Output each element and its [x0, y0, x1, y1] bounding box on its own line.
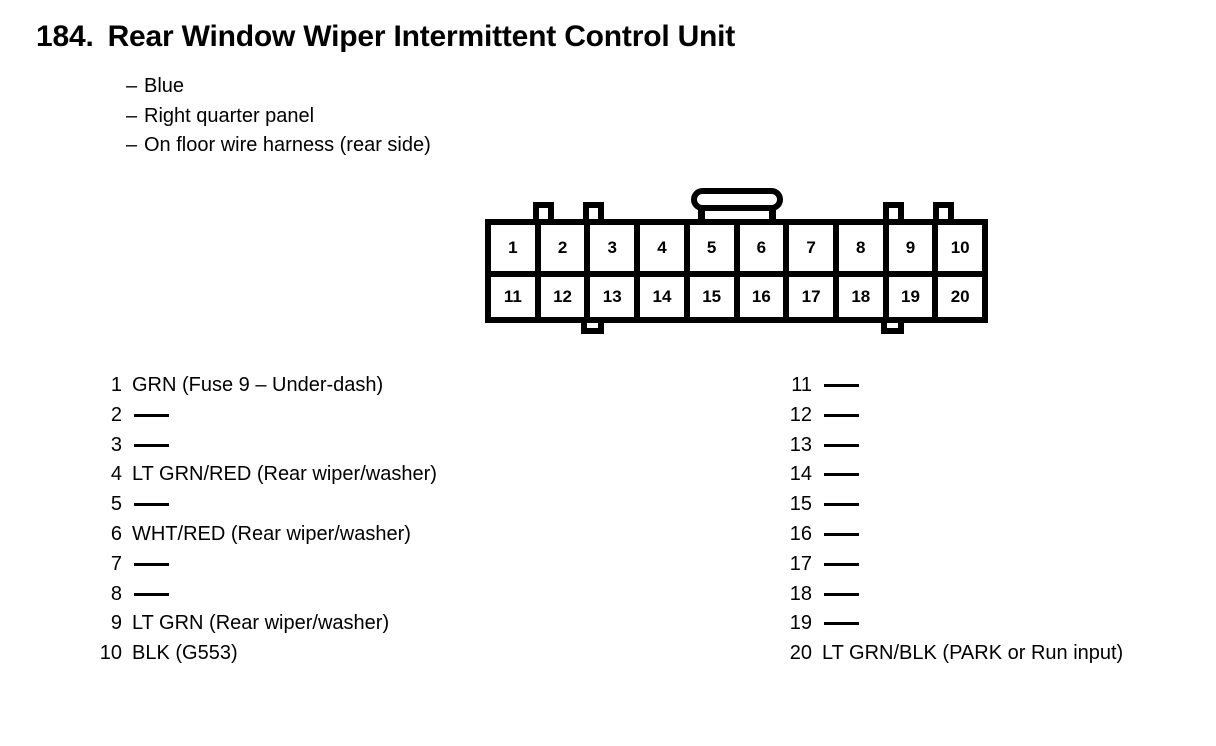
pin-legend-row: 16 — [782, 523, 1123, 553]
connector-pin-17: 17 — [789, 277, 839, 317]
retention-tab-top-1 — [533, 202, 554, 220]
pin-legend-description: BLK (G553) — [132, 642, 238, 665]
pin-legend-row: 15 — [782, 493, 1123, 523]
attribute-text: Right quarter panel — [144, 104, 315, 127]
connector-pin-10: 10 — [938, 225, 983, 271]
attribute-text: On floor wire harness (rear side) — [144, 134, 431, 156]
retention-tab-top-3 — [883, 202, 904, 220]
page-title-text: Rear Window Wiper Intermittent Control U… — [107, 20, 736, 53]
pin-legend-row: 13 — [782, 434, 1123, 464]
pin-legend-row: 7 — [92, 553, 437, 583]
connector-pin-15: 15 — [689, 277, 740, 317]
connector-pin-19: 19 — [888, 277, 939, 317]
pin-legend-number: 20 — [789, 642, 812, 665]
connector-pin-8: 8 — [838, 225, 889, 271]
attribute-item: –Blue — [126, 72, 431, 102]
pin-legend-number: 10 — [99, 642, 122, 665]
connector-pin-18: 18 — [838, 277, 889, 317]
attribute-text: Blue — [144, 75, 185, 97]
pin-legend-row: 14 — [782, 463, 1123, 493]
pin-legend-number: 15 — [789, 493, 812, 516]
connector-latch-icon — [690, 188, 783, 211]
pin-legend-number: 11 — [791, 374, 812, 396]
pin-legend-number: 6 — [110, 522, 122, 545]
pin-legend-row: 1 GRN (Fuse 9 – Under-dash) — [92, 374, 437, 404]
pin-legend-row: 4 LT GRN/RED (Rear wiper/washer) — [92, 463, 437, 493]
pin-legend-number: 12 — [789, 403, 812, 426]
pin-legend-number: 3 — [110, 433, 122, 456]
pin-legend-number: 8 — [110, 582, 122, 605]
connector-pin-3: 3 — [590, 225, 641, 271]
pin-legend-description: LT GRN/BLK (PARK or Run input) — [822, 642, 1124, 665]
page-title: 184. Rear Window Wiper Intermittent Contr… — [36, 20, 735, 54]
bullet-dash-icon: – — [126, 75, 138, 97]
pin-legend-row: 10 BLK (G553) — [92, 642, 437, 672]
connector-pin-7: 7 — [789, 225, 839, 271]
connector-pin-20: 20 — [938, 277, 983, 317]
bullet-dash-icon: – — [126, 104, 138, 127]
attribute-item: –Right quarter panel — [126, 102, 431, 132]
pin-legend-description: LT GRN (Rear wiper/washer) — [132, 612, 390, 635]
pin-legend-number: 9 — [110, 612, 122, 635]
pin-legend-number: 2 — [110, 403, 122, 426]
connector-pin-5: 5 — [689, 225, 740, 271]
pin-legend-number: 1 — [110, 374, 122, 396]
pin-legend-description: WHT/RED (Rear wiper/washer) — [132, 522, 411, 545]
pin-legend-number: 14 — [789, 463, 812, 486]
connector-pin-12: 12 — [540, 277, 591, 317]
retention-tab-top-4 — [933, 202, 954, 220]
connector-pin-13: 13 — [590, 277, 641, 317]
attribute-item: –On floor wire harness (rear side) — [126, 131, 431, 161]
pin-legend-right: 11 12 13 14 15 16 17 18 19 20 LT GRN/BLK (PARK or … — [782, 374, 1123, 672]
connector-pin-2: 2 — [540, 225, 591, 271]
pin-legend-row: 3 — [92, 434, 437, 464]
pin-legend-number: 4 — [110, 463, 122, 486]
pin-legend-left: 1 GRN (Fuse 9 – Under-dash) 2 3 4 LT GRN/RED … — [92, 374, 437, 672]
pin-legend-number: 5 — [110, 493, 122, 516]
pin-legend-row: 12 — [782, 404, 1123, 434]
connector-pin-9: 9 — [888, 225, 939, 271]
pin-legend-number: 18 — [789, 582, 812, 605]
pin-legend-row: 9 LT GRN (Rear wiper/washer) — [92, 612, 437, 642]
pin-legend-description: GRN (Fuse 9 – Under-dash) — [132, 374, 384, 396]
pin-legend-number: 16 — [789, 522, 812, 545]
pin-legend-row: 8 — [92, 583, 437, 613]
pin-legend-row: 20 LT GRN/BLK (PARK or Run input) — [782, 642, 1123, 672]
pin-legend-row: 11 — [782, 374, 1123, 404]
latch-post-left — [697, 205, 705, 227]
pin-legend-number: 7 — [110, 552, 122, 575]
pin-legend-number: 19 — [789, 612, 812, 635]
latch-post-right — [768, 205, 776, 227]
retention-tab-top-2 — [583, 202, 604, 220]
pin-legend-number: 17 — [789, 552, 812, 575]
pin-legend-row: 18 — [782, 583, 1123, 613]
connector-pin-1: 1 — [491, 225, 541, 271]
connector-pin-6: 6 — [739, 225, 790, 271]
pin-legend-description: LT GRN/RED (Rear wiper/washer) — [132, 463, 437, 486]
bullet-dash-icon: – — [126, 134, 138, 156]
pin-legend-row: 19 — [782, 612, 1123, 642]
page-title-number: 184. — [36, 20, 94, 53]
pin-legend-row: 17 — [782, 553, 1123, 583]
pin-legend-row: 5 — [92, 493, 437, 523]
connector-pin-14: 14 — [640, 277, 690, 317]
pin-legend-number: 13 — [789, 433, 812, 456]
connector-pin-16: 16 — [739, 277, 790, 317]
connector-pin-4: 4 — [640, 225, 690, 271]
pin-legend-row: 6 WHT/RED (Rear wiper/washer) — [92, 523, 437, 553]
attribute-list: –Blue–Right quarter panel–On floor wire … — [126, 72, 431, 161]
connector-pin-11: 11 — [491, 277, 541, 317]
pin-legend-row: 2 — [92, 404, 437, 434]
